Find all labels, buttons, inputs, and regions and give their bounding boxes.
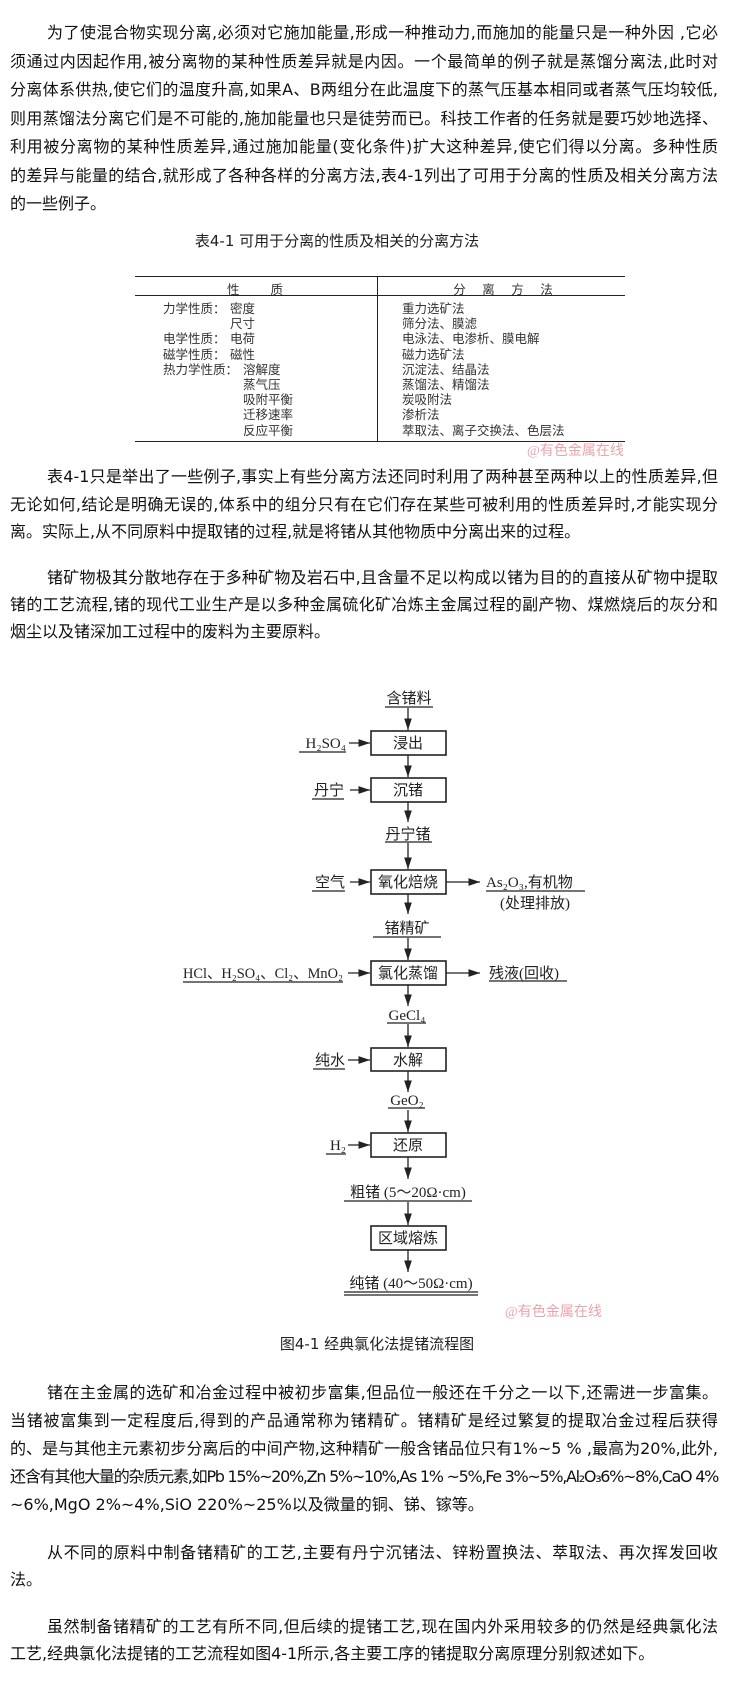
- property-name: 密度: [230, 302, 256, 316]
- paragraph-germanium-concentrate: 锗在主金属的选矿和冶金过程中被初步富集,但品位一般还在千分之一以下,还需进一步富…: [10, 1379, 719, 1519]
- flow-input-hydrogen: H₂: [330, 1138, 346, 1154]
- flow-step-oxidation-roasting: 氧化焙烧: [378, 874, 438, 891]
- text-line: 的差异与能量的结合,就形成了各种各样的分离方法,表4-1列出了可用于分离的性质及…: [10, 165, 718, 185]
- flow-output-treatment-note: (处理排放): [500, 895, 570, 912]
- property-category: 电学性质：: [163, 332, 226, 347]
- table-row: 迁移速率 渗析法: [135, 408, 625, 423]
- table-top-rule: [135, 276, 625, 277]
- property-name: 溶解度: [243, 362, 281, 377]
- flow-output-as2o3-organics: As₂O₃,有机物: [486, 874, 573, 891]
- separation-method: 沉淀法、结晶法: [402, 362, 490, 377]
- separation-method: 炭吸附法: [402, 393, 453, 408]
- flow-input-sulfuric-acid: H₂SO₄: [306, 736, 346, 752]
- flow-input-air: 空气: [315, 874, 345, 891]
- flow-intermediate-gecl4: GeCl₄: [389, 1008, 426, 1024]
- flow-intermediate-germanium-concentrate: 锗精矿: [384, 920, 429, 937]
- text-line: 表4-1只是举出了一些例子,事实上有些分离方法还同时利用了两种甚至两种以上的性质…: [47, 467, 718, 486]
- table-row: 磁学性质： 磁性 磁力选矿法: [135, 348, 625, 363]
- flow-output-residue: 残液(回收): [489, 965, 559, 982]
- flow-step-leaching: 浸出: [393, 735, 423, 752]
- table-row: 力学性质： 密度 重力选矿法: [135, 302, 625, 317]
- flow-step-zone-refining: 区域熔炼: [378, 1230, 438, 1247]
- text-line: 锗的工艺流程,锗的现代工业生产是以多种金属硫化矿冶炼主金属过程的副产物、煤燃烧后…: [10, 595, 718, 614]
- property-name: 磁性: [230, 347, 256, 362]
- flow-start-material: 含锗料: [386, 690, 431, 707]
- text-line: 的、是与其他主元素初步分离后的中间产物,这种精矿一般含锗品位只有1%~5 % ,…: [10, 1439, 718, 1458]
- separation-method: 重力选矿法: [402, 302, 465, 316]
- text-line: 为了使混合物实现分离,必须对它施加能量,形成一种推动力,而施加的能量只是一种外因…: [47, 23, 718, 42]
- paragraph-separation-principle: 为了使混合物实现分离,必须对它施加能量,形成一种推动力,而施加的能量只是一种外因…: [10, 19, 718, 219]
- flow-intermediate-geo2: GeO₂: [390, 1093, 424, 1109]
- flow-input-chlorination-reagents: HCl、H₂SO₄、Cl₂、MnO₂: [183, 966, 343, 982]
- property-category: 热力学性质：: [163, 362, 239, 377]
- table-row: 热力学性质： 溶解度 沉淀法、结晶法: [135, 363, 625, 378]
- separation-method: 筛分法、膜滤: [402, 317, 478, 332]
- text-line: 须通过内因起作用,被分离物的某种性质差异就是内因。一个最简单的例子就是蒸馏分离法…: [10, 51, 718, 71]
- flow-step-precipitation: 沉锗: [393, 782, 423, 799]
- property-name: 尺寸: [230, 317, 256, 332]
- table-caption: 表4-1 可用于分离的性质及相关的分离方法: [194, 232, 480, 250]
- text-line: 虽然制备锗精矿的工艺有所不同,但后续的提锗工艺,现在国内外采用较多的仍然是经典氯…: [47, 1617, 718, 1636]
- paragraph-preparation-methods: 从不同的原料中制备锗精矿的工艺,主要有丹宁沉锗法、锌粉置换法、萃取法、再次挥发回…: [10, 1539, 718, 1593]
- text-line: 分离体系供热,使它们的温度升高,如果A、B两组分在此温度下的蒸气压基本相同或者蒸…: [10, 80, 718, 99]
- table-row: 吸附平衡 炭吸附法: [135, 393, 625, 408]
- table-row: 电学性质： 电荷 电泳法、电渗析、膜电解: [135, 332, 625, 347]
- property-category: 力学性质：: [163, 302, 226, 316]
- paragraph-germanium-sources: 锗矿物极其分散地存在于多种矿物及岩石中,且含量不足以构成以锗为目的的直接从矿物中…: [10, 564, 718, 645]
- table-header-method: 分 离 方 法: [453, 283, 555, 297]
- text-line: 还含有其他大量的杂质元素,如Pb 15%~20%,Zn 5%~10%,As 1%…: [10, 1467, 719, 1486]
- flow-input-tannin: 丹宁: [314, 782, 344, 799]
- flow-step-chlorination-distillation: 氯化蒸馏: [378, 965, 438, 982]
- property-name: 反应平衡: [243, 423, 294, 438]
- text-line: 则用蒸馏法分离它们是不可能的,施加能量也只是徒劳而已。科技工作者的任务就是要巧妙…: [10, 108, 718, 128]
- flow-final-product: 纯锗 (40～50Ω·cm): [349, 1275, 472, 1292]
- property-name: 蒸气压: [243, 378, 281, 392]
- paragraph-table-note: 表4-1只是举出了一些例子,事实上有些分离方法还同时利用了两种甚至两种以上的性质…: [10, 463, 718, 546]
- text-line: 利用被分离物的某种性质差异,通过施加能量(变化条件)扩大这种差异,使它们得以分离…: [10, 137, 718, 156]
- separation-method: 渗析法: [402, 408, 440, 423]
- property-name: 吸附平衡: [243, 393, 294, 408]
- text-line: 无论如何,结论是明确无误的,体系中的组分只有在它们存在某些可被利用的性质差异时,…: [10, 494, 718, 514]
- paragraph-chlorination-process: 虽然制备锗精矿的工艺有所不同,但后续的提锗工艺,现在国内外采用较多的仍然是经典氯…: [10, 1613, 718, 1667]
- flow-input-pure-water: 纯水: [315, 1052, 345, 1069]
- text-line: 从不同的原料中制备锗精矿的工艺,主要有丹宁沉锗法、锌粉置换法、萃取法、再次挥发回…: [47, 1543, 718, 1562]
- flow-step-reduction: 还原: [393, 1137, 423, 1154]
- text-line: 离。实际上,从不同原料中提取锗的过程,就是将锗从其他物质中分离出来的过程。: [10, 522, 581, 541]
- table-column-divider: [377, 276, 378, 442]
- separation-methods-table: 性 质 分 离 方 法 力学性质：密度重力选矿法尺寸筛分法、膜滤电学性质：电荷电…: [135, 276, 625, 459]
- text-line: 的一些例子。: [10, 194, 107, 213]
- figure-watermark: @有色金属在线: [505, 1305, 602, 1320]
- flow-intermediate-crude-germanium: 粗锗 (5～20Ω·cm): [350, 1184, 466, 1201]
- separation-method: 蒸馏法、精馏法: [402, 378, 490, 392]
- separation-method: 电泳法、电渗析、膜电解: [402, 332, 540, 347]
- property-category: 磁学性质：: [163, 347, 226, 362]
- text-line: 烟尘以及锗深加工过程中的废料为主要原料。: [10, 622, 331, 641]
- text-line: 工艺,经典氯化法提锗的工艺流程如图4-1所示,各主要工序的锗提取分离原理分别叙述…: [10, 1644, 655, 1663]
- text-line: ~6%,MgO 2%~4%,SiO 220%~25%以及微量的铜、锑、镓等。: [10, 1495, 484, 1514]
- flow-intermediate-germanium-tannate: 丹宁锗: [385, 826, 430, 843]
- property-name: 迁移速率: [243, 408, 294, 423]
- table-header-rule: [135, 295, 625, 296]
- separation-method: 磁力选矿法: [402, 347, 465, 362]
- table-row: 尺寸 筛分法、膜滤: [135, 317, 625, 332]
- table-bottom-rule: [135, 441, 625, 442]
- flow-step-hydrolysis: 水解: [393, 1052, 423, 1069]
- text-line: 当锗被富集到一定程度后,得到的产品通常称为锗精矿。锗精矿是经过繁复的提取冶金过程…: [10, 1411, 718, 1430]
- property-name: 电荷: [230, 332, 256, 347]
- germanium-chlorination-flowchart: 含锗料 浸出 沉锗 氧化焙烧 氯化蒸馏 水解 还原 区域熔炼 H₂SO₄ 丹宁 …: [183, 690, 585, 1296]
- separation-method: 萃取法、离子交换法、色层法: [402, 423, 565, 438]
- text-line: 法。: [10, 1570, 43, 1589]
- table-row: 反应平衡 萃取法、离子交换法、色层法: [135, 424, 625, 439]
- figure-caption: 图4-1 经典氯化法提锗流程图: [279, 1335, 475, 1353]
- table-row: 蒸气压 蒸馏法、精馏法: [135, 378, 625, 393]
- text-line: 锗矿物极其分散地存在于多种矿物及岩石中,且含量不足以构成以锗为目的的直接从矿物中…: [47, 568, 718, 587]
- text-line: 锗在主金属的选矿和冶金过程中被初步富集,但品位一般还在千分之一以下,还需进一步富…: [47, 1383, 718, 1402]
- table-watermark: @有色金属在线: [527, 444, 624, 459]
- table-header-property: 性 质: [226, 283, 285, 297]
